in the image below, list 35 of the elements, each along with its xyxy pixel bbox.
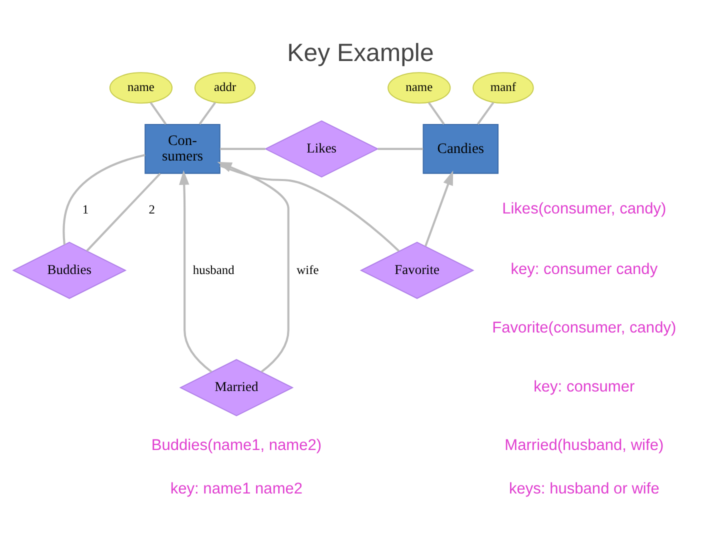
- node-box: Candies: [422, 124, 498, 174]
- arrow: [216, 162, 289, 373]
- arrow: [424, 170, 453, 247]
- node-box: Con- sumers: [144, 124, 220, 174]
- label: key: name1 name2: [170, 480, 302, 498]
- connector: [86, 172, 160, 252]
- label: key: consumer: [533, 378, 634, 396]
- node-diamond: Favorite: [359, 242, 474, 299]
- edge-label: 1: [82, 202, 88, 216]
- node-ellipse: addr: [194, 72, 256, 104]
- connector: [62, 154, 145, 245]
- connector: [198, 102, 216, 125]
- arrow: [178, 170, 212, 373]
- diagram-title: Key Example: [286, 39, 434, 68]
- label: Married(husband, wife): [504, 436, 664, 454]
- node-ellipse: name: [108, 72, 172, 104]
- label: keys: husband or wife: [508, 480, 659, 498]
- edge-label: wife: [296, 263, 318, 278]
- label: Likes(consumer, candy): [502, 200, 666, 218]
- label: Buddies(name1, name2): [150, 436, 322, 454]
- node-ellipse: name: [387, 72, 450, 104]
- edge-label: 2: [148, 202, 154, 216]
- connector: [377, 148, 423, 150]
- connector: [219, 164, 400, 252]
- node-diamond: Buddies: [12, 242, 126, 299]
- label: Favorite(consumer, candy): [492, 320, 676, 337]
- node-diamond: Married: [178, 359, 294, 416]
- connector: [427, 102, 444, 125]
- node-diamond: Likes: [264, 120, 378, 178]
- connector: [220, 148, 265, 150]
- connector: [149, 102, 166, 125]
- edge-label: husband: [192, 263, 234, 278]
- node-ellipse: manf: [472, 72, 534, 104]
- connector: [476, 102, 494, 125]
- label: key: consumer candy: [510, 260, 658, 278]
